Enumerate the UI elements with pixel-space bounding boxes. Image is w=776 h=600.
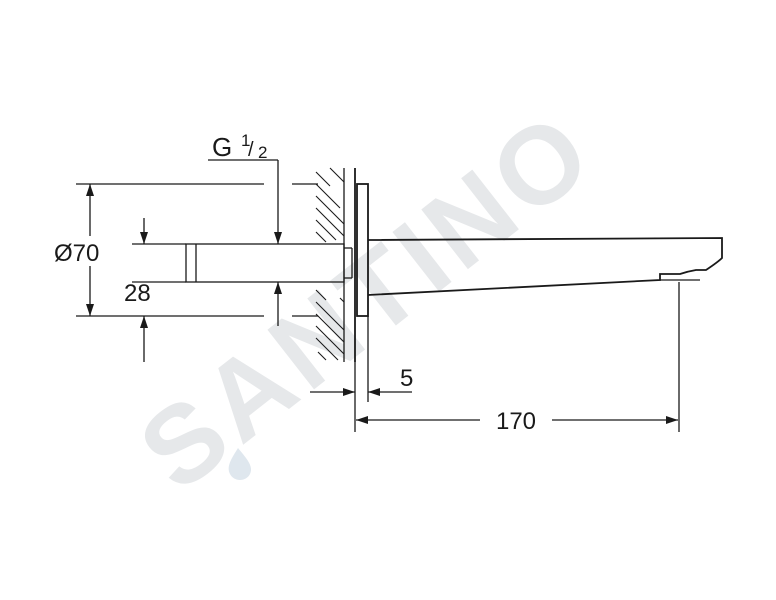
wall-gap-label: 5 bbox=[400, 365, 413, 392]
thread-slash: / bbox=[248, 139, 254, 161]
height-label: 28 bbox=[124, 280, 151, 307]
thread-dimension: G 1 / 2 bbox=[208, 131, 282, 326]
thread-main-label: G bbox=[212, 132, 232, 162]
wall-hatch bbox=[315, 167, 345, 361]
thread-den-label: 2 bbox=[258, 143, 267, 162]
watermark-text: SANTINO bbox=[117, 87, 616, 515]
height-dimension: 28 bbox=[124, 218, 186, 362]
thread-num-label: 1 bbox=[241, 131, 250, 150]
wall-plate bbox=[356, 183, 369, 317]
water-drop-icon bbox=[228, 448, 252, 480]
wall-gap-dimension: 5 bbox=[310, 316, 413, 402]
length-dimension: 170 bbox=[354, 282, 680, 435]
spout-body bbox=[367, 237, 723, 296]
diameter-label: Ø70 bbox=[54, 240, 99, 267]
length-label: 170 bbox=[496, 408, 536, 435]
diameter-dimension: Ø70 bbox=[54, 183, 318, 317]
watermark: SANTINO bbox=[117, 87, 616, 515]
threaded-pipe bbox=[185, 243, 353, 283]
